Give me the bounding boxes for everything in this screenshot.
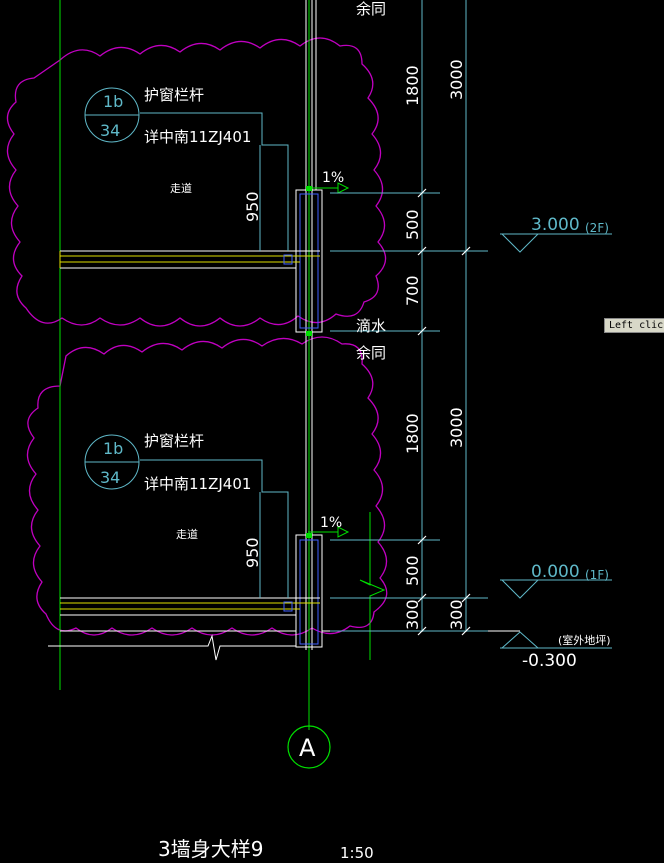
slope-label-upper: 1% — [322, 170, 344, 186]
ground-line — [48, 634, 296, 661]
upper-floor-slab — [59, 250, 320, 269]
dim-outer-3000-upper: 3000 — [447, 59, 466, 100]
railing-label-lower: 护窗栏杆 — [144, 432, 204, 450]
dim-950-lower: 950 — [243, 537, 262, 568]
dimension-lines — [330, 0, 488, 632]
detail-ref-lower: 详中南11ZJ401 — [144, 475, 251, 493]
drip-label: 滴水 — [356, 317, 386, 335]
ground-level-label: (室外地坪) — [558, 633, 611, 647]
revision-cloud-lower — [26, 336, 388, 636]
level-marker-ground — [500, 631, 612, 649]
rest-same-label-mid: 余同 — [356, 344, 386, 362]
dim-inner-1800-upper: 1800 — [403, 65, 422, 106]
drawing-title: 3墙身大样9 — [158, 837, 263, 861]
detail-ref-upper: 详中南11ZJ401 — [144, 128, 251, 146]
level-floor-1f: (1F) — [585, 568, 609, 582]
dim-outer-3000-lower: 3000 — [447, 407, 466, 448]
detail-top-upper: 1b — [103, 92, 123, 111]
axis-bubble — [287, 725, 331, 769]
level-marker-2f — [500, 233, 612, 253]
detail-bottom-upper: 34 — [100, 121, 120, 140]
slope-arrow-upper — [308, 182, 350, 194]
dim-950-upper: 950 — [243, 191, 262, 222]
dim-inner-700: 700 — [403, 275, 422, 306]
cursor-tooltip: Left clic — [604, 318, 664, 333]
dim-inner-1800-lower: 1800 — [403, 413, 422, 454]
dimension-ticks — [417, 188, 471, 636]
dim-inner-500-lower: 500 — [403, 555, 422, 586]
window-wall-lines — [305, 0, 317, 650]
slope-arrow-lower — [308, 526, 350, 538]
level-value-2f: 3.000 — [531, 215, 580, 235]
lower-floor-slab — [60, 597, 320, 632]
dim-inner-500-upper: 500 — [403, 209, 422, 240]
dim-outer-300: 300 — [447, 599, 466, 630]
level-marker-1f — [500, 579, 612, 599]
corridor-label-upper: 走道 — [170, 181, 192, 195]
detail-top-lower: 1b — [103, 439, 123, 458]
slope-label-lower: 1% — [320, 515, 342, 531]
revision-cloud-upper — [6, 37, 387, 327]
dim-inner-300: 300 — [403, 599, 422, 630]
rest-same-label-top: 余同 — [356, 0, 386, 18]
level-value-1f: 0.000 — [531, 562, 580, 582]
detail-circle-upper — [84, 87, 140, 143]
ground-level-value: -0.300 — [522, 651, 577, 671]
break-symbol — [359, 512, 386, 660]
level-floor-2f: (2F) — [585, 221, 609, 235]
axis-label: A — [299, 734, 316, 762]
detail-bottom-lower: 34 — [100, 468, 120, 487]
railing-label-upper: 护窗栏杆 — [144, 86, 204, 104]
railing-leaders — [140, 112, 289, 598]
drawing-scale: 1:50 — [340, 844, 374, 862]
corridor-label-lower: 走道 — [176, 527, 198, 541]
detail-circle-lower — [84, 434, 140, 490]
